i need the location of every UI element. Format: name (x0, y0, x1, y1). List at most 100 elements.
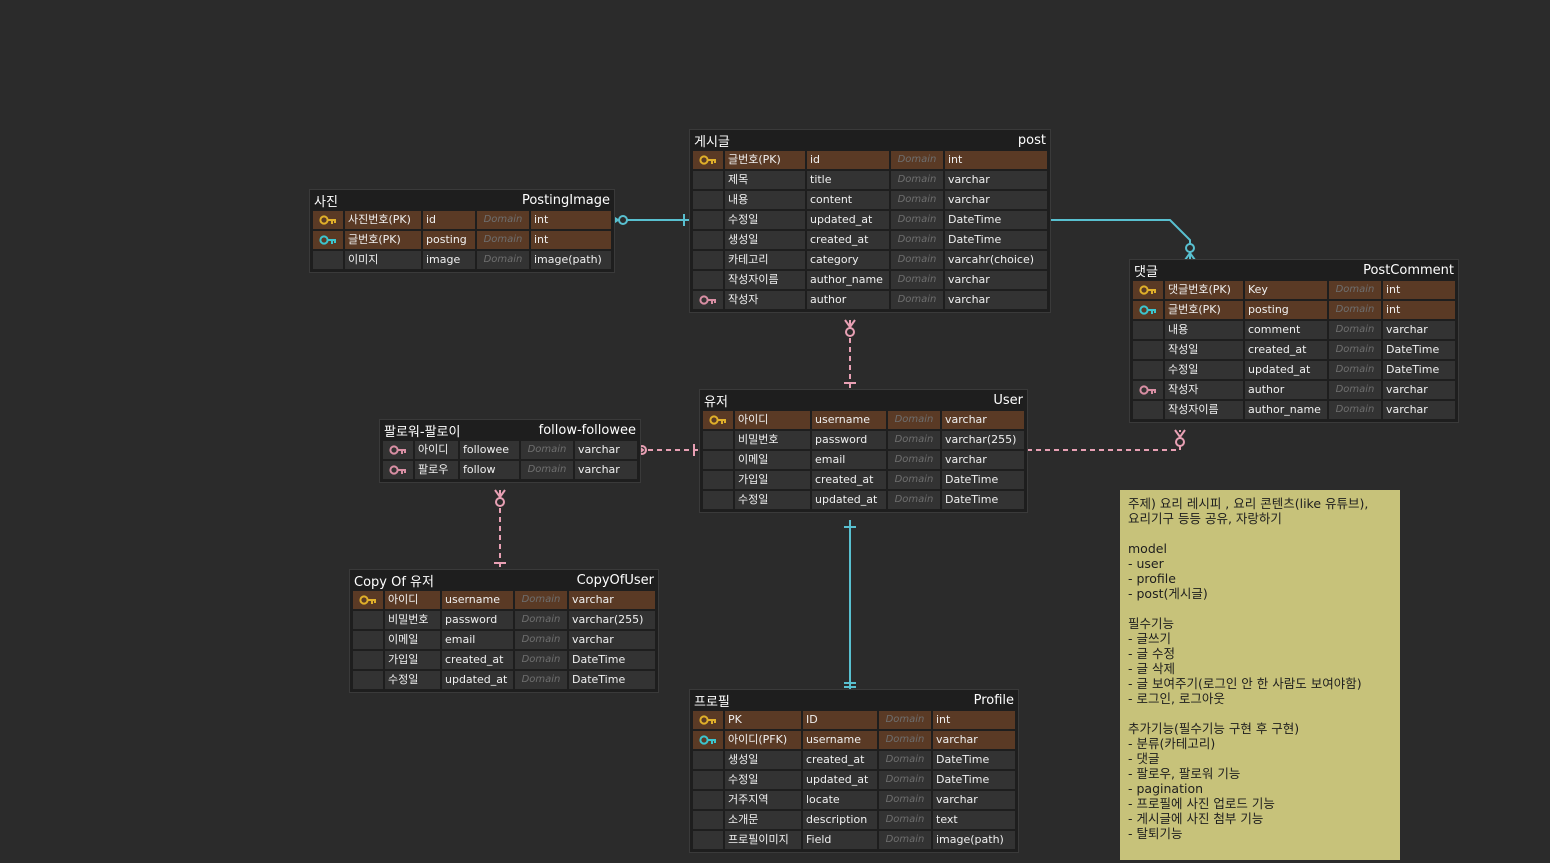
key-cell (703, 431, 733, 449)
memo-note[interactable]: 주제) 요리 레시피 , 요리 콘텐츠(like 유튜브),요리기구 등등 공유… (1120, 490, 1400, 860)
table-logical-name: 팔로워-팔로이 (384, 424, 461, 440)
column-type: int (945, 151, 1047, 169)
column-type: DateTime (1383, 361, 1455, 379)
key-cell (383, 441, 413, 459)
column-physical-name: image (423, 251, 475, 269)
column-logical-name: 생성일 (725, 231, 805, 249)
column-domain: Domain (891, 291, 943, 309)
key-cell (1133, 341, 1163, 359)
column-physical-name: followee (460, 441, 519, 459)
column-physical-name: title (807, 171, 889, 189)
table-logical-name: 사진 (314, 194, 338, 210)
key-cell (693, 251, 723, 269)
key-cell (1133, 301, 1163, 319)
column-physical-name: password (442, 611, 513, 629)
column-type: int (1383, 301, 1455, 319)
column-type: DateTime (945, 211, 1047, 229)
key-cell (353, 611, 383, 629)
note-line: model (1128, 541, 1167, 556)
column-domain: Domain (891, 171, 943, 189)
column-logical-name: 작성자 (1165, 381, 1243, 399)
column-logical-name: 이메일 (385, 631, 440, 649)
column-domain: Domain (879, 771, 931, 789)
column-physical-name: posting (1245, 301, 1327, 319)
note-line: - 글 삭제 (1128, 661, 1175, 676)
column-domain: Domain (1329, 281, 1381, 299)
zero-marker (618, 215, 628, 225)
column-type: varchar(255) (942, 431, 1024, 449)
note-line: - 글 수정 (1128, 646, 1175, 661)
key-cell (693, 771, 723, 789)
column-logical-name: 가입일 (385, 651, 440, 669)
column-logical-name: 작성자 (725, 291, 805, 309)
note-line (1128, 706, 1392, 721)
key-cell (703, 491, 733, 509)
key-cell (313, 211, 343, 229)
column-physical-name: author (1245, 381, 1327, 399)
note-line: - 분류(카테고리) (1128, 736, 1216, 751)
column-physical-name: created_at (812, 471, 886, 489)
column-physical-name: author (807, 291, 889, 309)
column-type: DateTime (945, 231, 1047, 249)
key-cell (353, 591, 383, 609)
column-logical-name: 프로필이미지 (725, 831, 801, 849)
note-line: - pagination (1128, 781, 1204, 796)
column-physical-name: follow (460, 461, 519, 479)
column-logical-name: 글번호(PK) (345, 231, 421, 249)
column-physical-name: created_at (1245, 341, 1327, 359)
column-type: varchar (945, 191, 1047, 209)
key-cell (693, 211, 723, 229)
